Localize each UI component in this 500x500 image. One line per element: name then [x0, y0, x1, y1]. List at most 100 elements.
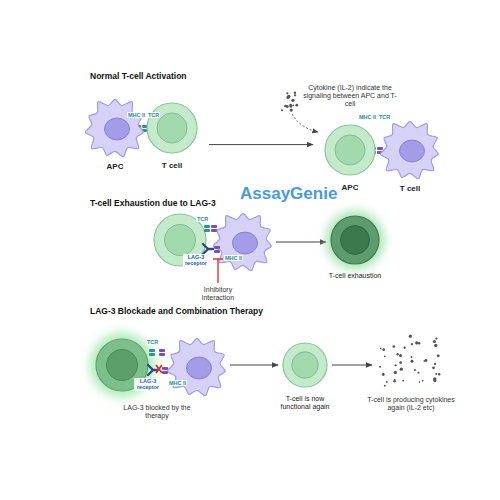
- cytokine-dot: [286, 105, 289, 108]
- section-heading: Normal T-cell Activation: [90, 72, 187, 82]
- signal-arrow: [292, 114, 318, 132]
- cytokine-dot: [380, 348, 382, 350]
- cytokine-dot: [295, 104, 298, 107]
- cytokine-dot: [294, 94, 296, 96]
- cytokine-dot: [399, 354, 402, 357]
- cell-outline: [378, 118, 442, 182]
- cytokine-dot: [409, 335, 412, 338]
- cytokine-dot: [290, 108, 293, 111]
- cytokine-dot: [286, 96, 289, 99]
- molecule-label: MHC II: [224, 255, 243, 261]
- cell-nucleus: [292, 352, 318, 378]
- mhc2-molecule-part: [162, 371, 168, 374]
- annotation: T-cell is producing cytokines again (IL-…: [366, 396, 456, 412]
- cytokine-dot: [281, 109, 283, 111]
- cytokine-dot: [286, 92, 288, 94]
- flow-arrow: [332, 365, 372, 366]
- apc-nucleus: [400, 140, 425, 162]
- molecule-label: MHC II: [127, 112, 146, 118]
- cytokine-dot: [393, 345, 396, 348]
- molecule-label: TCR: [378, 114, 391, 120]
- cell-nucleus: [157, 113, 187, 143]
- cell-membrane: [147, 103, 197, 153]
- cytokine-dot: [434, 344, 437, 347]
- tcr-molecule: [204, 225, 210, 232]
- annotation: Inhibitory interaction: [190, 286, 246, 302]
- tcr-molecule-part: [204, 229, 210, 232]
- tcr-molecule-part: [204, 225, 210, 228]
- section-heading: T-cell Exhaustion due to LAG-3: [90, 199, 216, 209]
- cell-membrane: [283, 343, 327, 387]
- t-cell-node: APC: [319, 119, 381, 192]
- flow-arrow: [276, 242, 326, 243]
- cytokine-dots: [379, 335, 440, 387]
- mhc2-molecule: [211, 225, 217, 232]
- cytokine-dot: [411, 343, 413, 345]
- mhc2-molecule-part: [162, 367, 168, 370]
- flow-arrow: [209, 144, 313, 145]
- mhc2-molecule: [159, 349, 165, 356]
- cytokine-dot: [384, 385, 386, 387]
- apc-membrane: [380, 121, 438, 178]
- cytokine-dot: [399, 361, 402, 364]
- exhausted-cell-node: T-cell exhaustion: [313, 210, 397, 280]
- lag3-receptor: [203, 244, 213, 254]
- cytokine-dot: [435, 373, 437, 375]
- cytokine-dot: [438, 373, 440, 375]
- apc-cell: [213, 213, 271, 270]
- cytokine-dot: [415, 341, 418, 344]
- tcr-molecule-part: [149, 349, 155, 352]
- cytokine-dot: [294, 91, 297, 94]
- cytokine-dot: [437, 354, 440, 357]
- cell-caption: T cell: [141, 161, 203, 170]
- cytokine-dot: [411, 360, 414, 363]
- cell-membrane: [331, 216, 379, 264]
- cytokine-dot: [435, 338, 437, 340]
- apc-membrane: [167, 338, 225, 395]
- molecule-label: TCR: [196, 216, 209, 222]
- cytokine-dot: [404, 347, 406, 349]
- t-cell: [325, 125, 375, 175]
- cell-outline: [272, 337, 338, 393]
- cytokine-dot: [400, 368, 403, 371]
- cytokine-dot: [386, 381, 388, 383]
- molecule-label: LAG-3 receptor: [183, 254, 209, 267]
- watermark: AssayGenie: [240, 184, 337, 204]
- exhaustion-glow: [325, 210, 385, 270]
- cytokine-dot: [289, 104, 292, 107]
- cytokine-dot: [287, 95, 290, 98]
- apc-nucleus: [187, 357, 212, 379]
- apc-cell-node: T cell: [378, 118, 442, 193]
- apc-cell-node: APC: [83, 96, 147, 171]
- cytokine-dot: [382, 373, 385, 376]
- mhc2-molecule-part: [159, 353, 165, 356]
- lag3-shape: [203, 244, 213, 254]
- cytokine-dot: [422, 380, 424, 382]
- cytokine-dot: [433, 340, 436, 343]
- cell-caption: T-cell exhaustion: [313, 272, 397, 280]
- cytokine-dot: [379, 366, 381, 368]
- cell-outline: [319, 119, 381, 181]
- mhc2-molecule-part: [159, 349, 165, 352]
- tcr-molecule: [149, 349, 155, 356]
- cell-membrane: [325, 125, 375, 175]
- cytokine-dots: [281, 91, 298, 111]
- t-cell: [147, 103, 197, 153]
- apc-nucleus: [105, 118, 130, 140]
- t-cell-node: T cell: [141, 97, 203, 170]
- annotation: Cytokine (IL-2) indicate the signaling b…: [302, 84, 398, 108]
- cytokine-dot: [417, 372, 419, 374]
- cell-outline: [83, 96, 147, 160]
- apc-cell: [167, 338, 225, 395]
- t-cell-node: T-cell is now functional again: [272, 337, 338, 411]
- exh-cell: [325, 210, 385, 270]
- cytokine-dot: [434, 363, 436, 365]
- cytokine-dot: [292, 105, 294, 107]
- cell-outline: [313, 210, 397, 270]
- mhc2-molecule-part: [214, 246, 220, 249]
- cytokine-dot: [402, 380, 404, 382]
- cell-caption: T cell: [378, 184, 442, 193]
